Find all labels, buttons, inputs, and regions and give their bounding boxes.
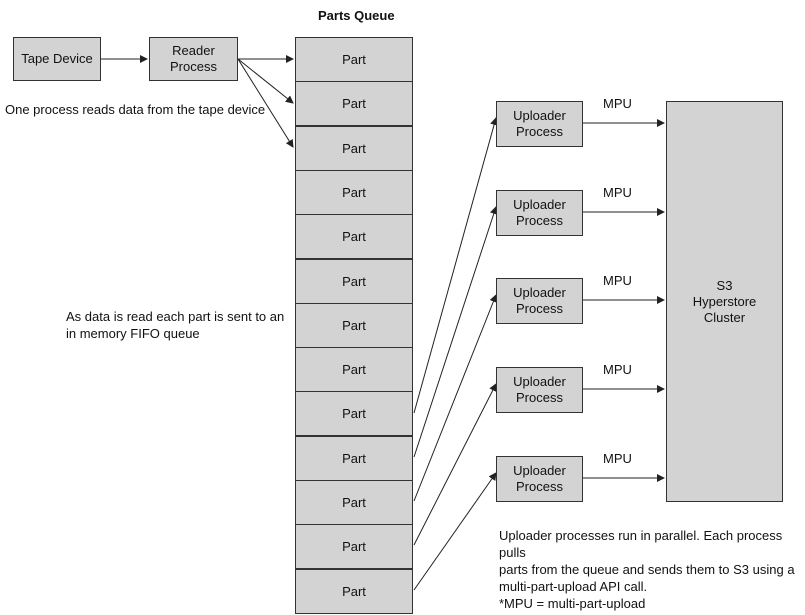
uploader-process-box: Uploader Process xyxy=(496,456,583,502)
arrow-part-to-uploader-3 xyxy=(413,294,498,502)
uploader-process-label: Uploader Process xyxy=(513,108,566,139)
s3-cluster-box: S3 Hyperstore Cluster xyxy=(666,101,783,502)
queue-part: Part xyxy=(295,568,413,614)
uploader-process-box: Uploader Process xyxy=(496,101,583,147)
reader-process-label: Reader Process xyxy=(170,43,217,74)
mpu-label: MPU xyxy=(603,273,632,288)
mpu-label: MPU xyxy=(603,96,632,111)
queue-part: Part xyxy=(295,435,413,481)
arrow-reader-to-part-2 xyxy=(237,58,294,104)
mpu-label: MPU xyxy=(603,185,632,200)
mpu-label: MPU xyxy=(603,451,632,466)
reader-process-box: Reader Process xyxy=(149,37,238,81)
uploader-process-label: Uploader Process xyxy=(513,463,566,494)
queue-part: Part xyxy=(295,169,413,215)
mpu-label: MPU xyxy=(603,362,632,377)
arrow-part-to-uploader-2 xyxy=(413,206,498,458)
reader-note: One process reads data from the tape dev… xyxy=(5,102,266,117)
tape-device-box: Tape Device xyxy=(13,37,101,81)
arrow-part-to-uploader-4 xyxy=(413,383,497,546)
queue-part: Part xyxy=(295,81,413,127)
queue-part: Part xyxy=(295,302,413,348)
queue-part: Part xyxy=(295,214,413,260)
uploader-process-box: Uploader Process xyxy=(496,278,583,324)
uploader-process-box: Uploader Process xyxy=(496,367,583,413)
uploader-process-box: Uploader Process xyxy=(496,190,583,236)
uploader-process-label: Uploader Process xyxy=(513,374,566,405)
queue-part: Part xyxy=(295,480,413,525)
mpu-note: *MPU = multi-part-upload xyxy=(499,596,646,611)
uploader-note: Uploader processes run in parallel. Each… xyxy=(499,528,795,594)
queue-note: As data is read each part is sent to an … xyxy=(66,309,285,341)
arrow-part-to-uploader-1 xyxy=(413,117,498,414)
queue-part: Part xyxy=(295,125,413,171)
arrow-reader-to-part-3 xyxy=(237,58,294,148)
queue-title: Parts Queue xyxy=(318,8,395,23)
queue-part: Part xyxy=(295,347,413,393)
tape-device-label: Tape Device xyxy=(21,51,93,66)
queue-part: Part xyxy=(295,37,413,82)
arrow-part-to-uploader-5 xyxy=(413,472,497,591)
uploader-process-label: Uploader Process xyxy=(513,197,566,228)
s3-cluster-label: S3 Hyperstore Cluster xyxy=(692,278,757,325)
queue-part: Part xyxy=(295,524,413,570)
queue-part: Part xyxy=(295,258,413,304)
uploader-process-label: Uploader Process xyxy=(513,285,566,316)
queue-part: Part xyxy=(295,391,413,437)
